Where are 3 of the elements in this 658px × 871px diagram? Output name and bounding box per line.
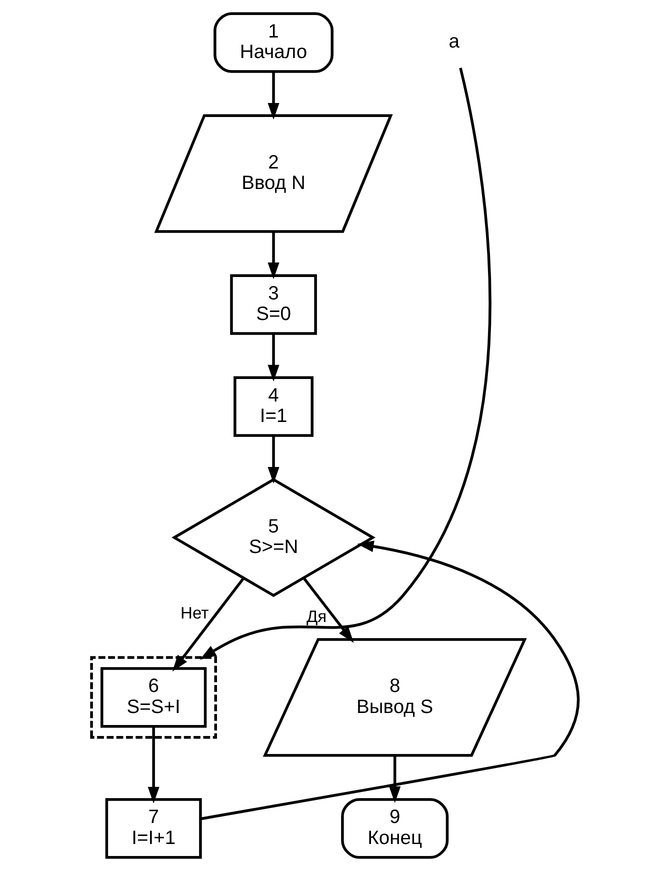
node-text: а xyxy=(448,32,459,53)
edge-label: Нет xyxy=(180,604,208,623)
edge-label: Дя xyxy=(306,607,326,626)
